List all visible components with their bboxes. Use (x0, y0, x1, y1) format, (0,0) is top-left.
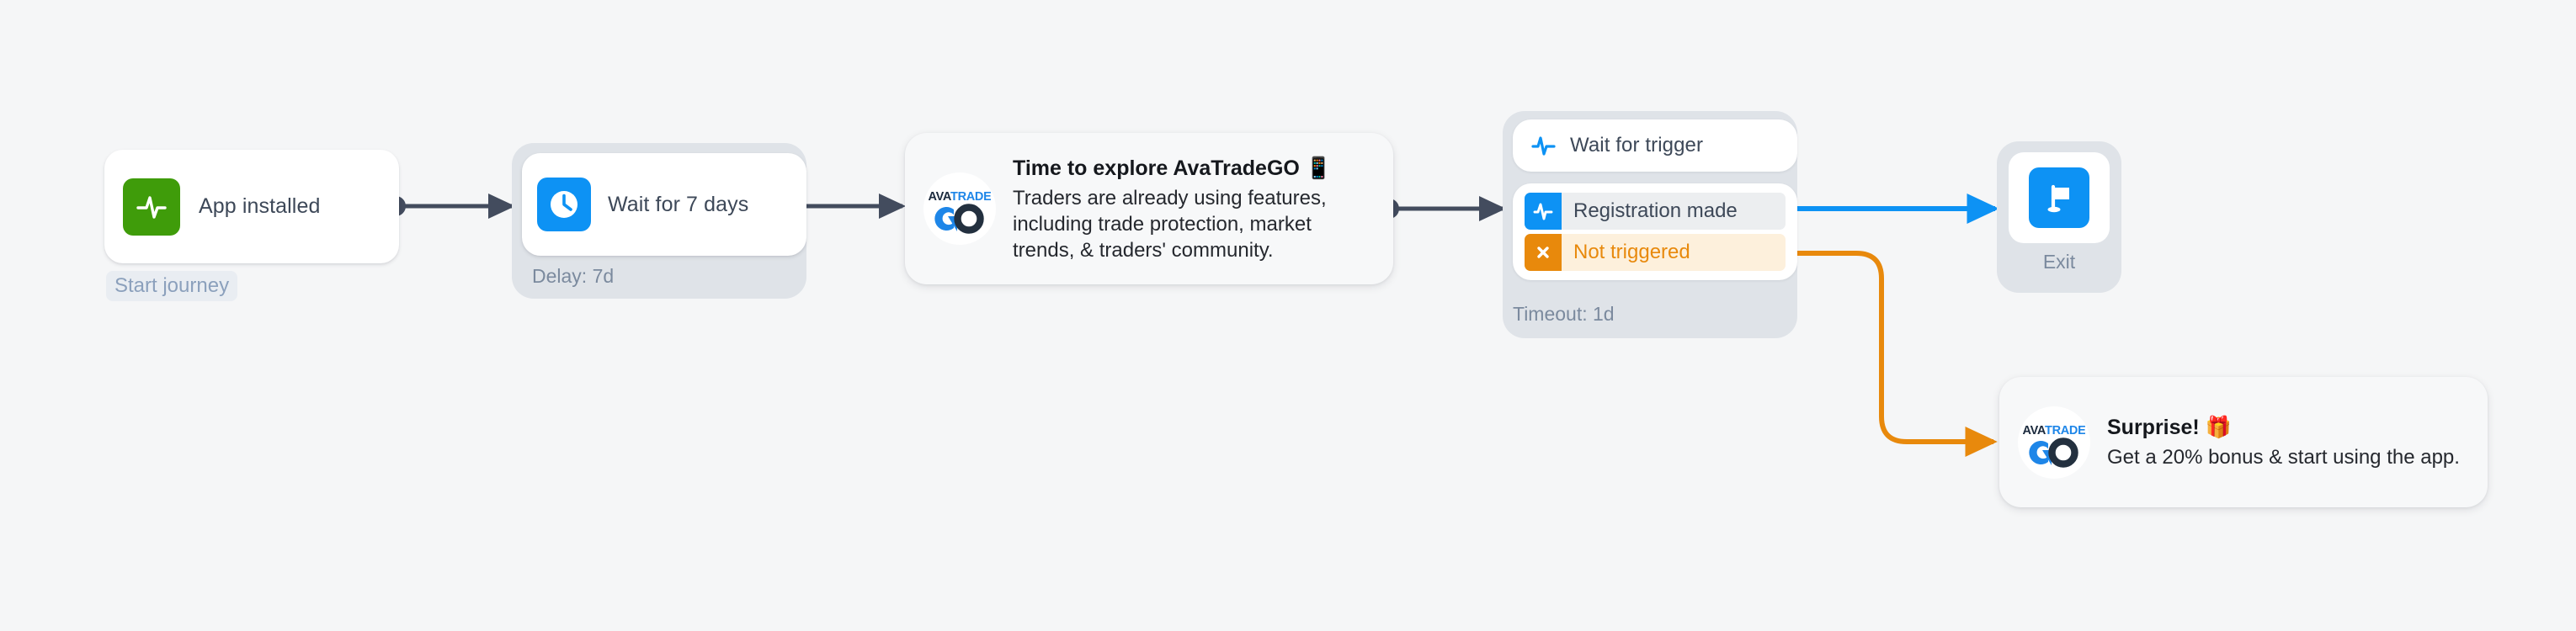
push-body: Traders are already using features, incl… (1013, 186, 1327, 262)
edge-registration-to-exit (1764, 194, 1999, 224)
node-exit[interactable] (2009, 152, 2110, 243)
push-card-explore[interactable]: AVATRADE Time to explore AvaTradeGO 📱 Tr… (905, 133, 1393, 284)
trigger-header-label: Wait for trigger (1570, 134, 1704, 156)
branch-label: Registration made (1573, 199, 1738, 222)
clock-icon (537, 178, 591, 231)
node-label: App installed (199, 194, 321, 218)
exit-label: Exit (2042, 251, 2076, 273)
avatradego-logo: AVATRADE (923, 172, 996, 245)
node-app-installed[interactable]: App installed (104, 150, 399, 263)
branch-not-triggered[interactable]: Not triggered (1525, 234, 1786, 271)
avatradego-logo-mark: AVATRADE (929, 190, 991, 234)
edge-start-to-delay (386, 194, 516, 219)
svg-text:AVATRADE: AVATRADE (2023, 424, 2085, 437)
push-card-surprise[interactable]: AVATRADE Surprise! 🎁 Get a 20% bonus & s… (1999, 377, 2488, 507)
node-exit-shell[interactable]: Exit (1997, 141, 2121, 293)
pulse-icon (1530, 131, 1558, 160)
edge-not-triggered-to-surprise (1764, 242, 1998, 457)
trigger-caption: Timeout: 1d (1513, 303, 1615, 325)
start-journey-caption: Start journey (106, 271, 238, 301)
pulse-icon (123, 178, 180, 236)
trigger-branches: Registration made Not triggered (1513, 183, 1797, 280)
node-delay[interactable]: Wait for 7 days (522, 153, 806, 256)
trigger-header[interactable]: Wait for trigger (1513, 119, 1797, 172)
close-icon (1525, 234, 1562, 271)
pulse-icon (1525, 193, 1562, 230)
push-title: Surprise! 🎁 (2107, 416, 2232, 439)
push-title: Time to explore AvaTradeGO 📱 (1013, 156, 1332, 180)
branch-label: Not triggered (1573, 241, 1690, 263)
flag-icon (2029, 167, 2089, 228)
avatradego-logo-mark: AVATRADE (2023, 424, 2085, 468)
delay-caption: Delay: 7d (532, 265, 615, 287)
branch-registration-made[interactable]: Registration made (1525, 193, 1786, 230)
edge-push-to-trigger (1379, 196, 1507, 221)
svg-text:AVATRADE: AVATRADE (929, 190, 991, 204)
push-body: Get a 20% bonus & start using the app. (2107, 446, 2460, 469)
avatradego-logo: AVATRADE (2018, 406, 2090, 479)
node-label: Wait for 7 days (608, 192, 749, 216)
